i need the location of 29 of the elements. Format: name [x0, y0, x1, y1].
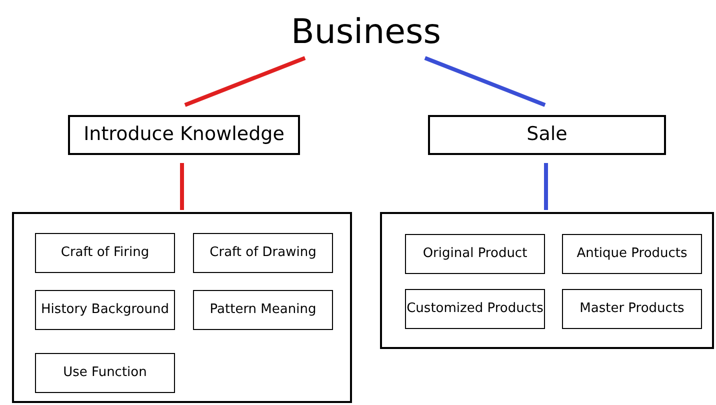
box-label: Craft of Firing [60, 244, 150, 262]
process-box [562, 234, 702, 274]
process-box [405, 234, 545, 274]
group-box [12, 212, 352, 403]
box-label: Pattern Meaning [210, 302, 316, 318]
box-label: Use Function [63, 364, 147, 382]
connector-line [184, 56, 306, 107]
group-box [380, 212, 714, 349]
process-box [193, 233, 333, 273]
box-label: Craft of Drawing [210, 244, 316, 262]
process-box [405, 289, 545, 329]
connector-line [544, 163, 548, 210]
box-label: Sale [526, 123, 568, 147]
process-box [562, 289, 702, 329]
connector-line [424, 56, 546, 107]
box-label: Antique Products [576, 246, 688, 262]
box-label: Original Product [422, 246, 528, 262]
process-box [193, 290, 333, 330]
process-box [428, 115, 666, 155]
heading-text: Business [280, 6, 452, 58]
connector-line [180, 163, 184, 210]
box-label: Master Products [580, 300, 684, 318]
box-label: History Background [41, 302, 169, 318]
process-box [35, 233, 175, 273]
process-box [68, 115, 300, 155]
box-label: Customized Products [406, 300, 544, 318]
process-box [35, 290, 175, 330]
box-label: Introduce Knowledge [84, 123, 284, 147]
process-box [35, 353, 175, 393]
